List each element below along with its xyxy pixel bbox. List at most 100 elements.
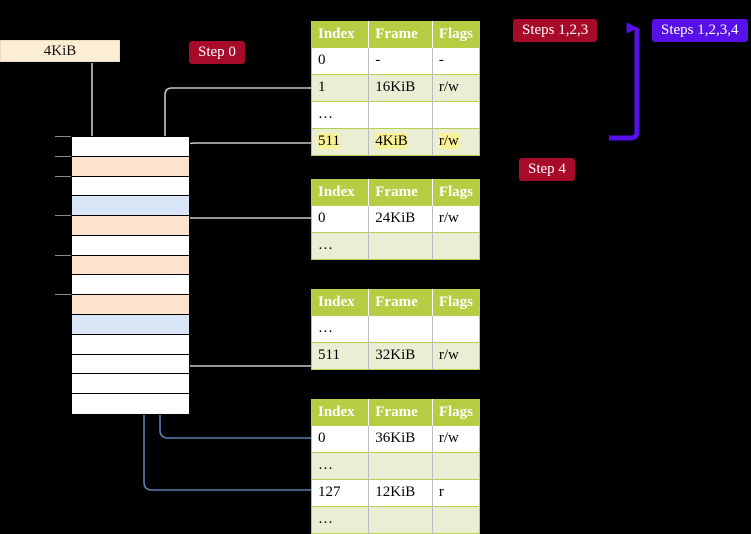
table-cell: [368, 506, 433, 534]
table-row: 0--: [311, 47, 480, 75]
table-cell: 16KiB: [368, 74, 433, 102]
column-header: Frame: [368, 179, 433, 206]
column-header: Index: [311, 289, 370, 316]
badge-steps-123: Steps 1,2,3: [513, 19, 598, 42]
table-cell: 0: [311, 425, 370, 453]
table-cell: [432, 232, 480, 260]
memory-frame-row: [72, 196, 189, 217]
table-cell: 0: [311, 205, 370, 233]
memory-boundary-tick: [55, 254, 71, 256]
table-cell: r/w: [432, 74, 480, 102]
highlighted-value: r/w: [438, 133, 459, 149]
table-cell: -: [368, 47, 433, 75]
table-cell: 0: [311, 47, 370, 75]
badge-steps-1234: Steps 1,2,3,4: [652, 19, 748, 42]
badge-step-4-label: Step 4: [528, 161, 566, 177]
table-row: …: [311, 101, 480, 129]
table-row: …: [311, 315, 480, 343]
column-header: Frame: [368, 399, 433, 426]
memory-boundary-tick: [55, 294, 71, 296]
memory-frame-row: [72, 315, 189, 335]
memory-frame-row: [72, 255, 189, 276]
memory-frame-row: [72, 374, 189, 395]
highlighted-value: 4KiB: [375, 133, 408, 149]
column-header: Index: [311, 21, 370, 48]
column-header: Flags: [432, 399, 480, 426]
table-cell: …: [311, 506, 370, 534]
table-cell: r/w: [432, 205, 480, 233]
table-row: 511 4KiB r/w: [311, 128, 480, 156]
badge-step-4: Step 4: [519, 158, 575, 181]
table-cell: 12KiB: [368, 479, 433, 507]
table-cell: 511: [311, 128, 370, 156]
table-cell: [432, 452, 480, 480]
table-cell: [432, 101, 480, 129]
table-cell: …: [311, 452, 370, 480]
purple-bracket-arrow: [609, 22, 640, 141]
memory-frame-row: [72, 275, 189, 296]
table-cell: …: [311, 315, 370, 343]
memory-frame-row: [72, 354, 189, 375]
badge-steps-123-label: Steps 1,2,3: [522, 22, 589, 38]
badge-step-0-label: Step 0: [198, 44, 236, 60]
memory-frame-row: [72, 176, 189, 197]
table-cell: [432, 506, 480, 534]
table-cell: 36KiB: [368, 425, 433, 453]
memory-frame-row: [72, 295, 189, 316]
table-cell: 127: [311, 479, 370, 507]
memory-boundary-tick: [55, 215, 71, 217]
column-header: Flags: [432, 21, 480, 48]
memory-frame-row: [72, 137, 189, 157]
column-header: Index: [311, 399, 370, 426]
memory-frame-row: [72, 156, 189, 177]
column-header: Frame: [368, 21, 433, 48]
table-cell: [432, 315, 480, 343]
table-cell: r/w: [432, 425, 480, 453]
badge-step-0: Step 0: [189, 41, 245, 64]
table-cell: 32KiB: [368, 342, 433, 370]
region-4kib-label: 4KiB: [43, 43, 77, 59]
memory-boundary-tick: [55, 175, 71, 177]
memory-frame-row: [72, 235, 189, 256]
memory-boundary-tick: [55, 136, 71, 137]
table-cell: …: [311, 232, 370, 260]
table-cell: 511: [311, 342, 370, 370]
table-cell: [368, 315, 433, 343]
physical-memory-column: [71, 136, 190, 415]
table-row: …: [311, 506, 480, 534]
column-header: Frame: [368, 289, 433, 316]
region-4kib-box: 4KiB: [0, 40, 120, 62]
memory-frame-row: [72, 394, 189, 414]
wire-l2-to-memory: [172, 310, 312, 367]
table-cell: -: [432, 47, 480, 75]
table-cell: r/w: [432, 342, 480, 370]
table-cell: …: [311, 101, 370, 129]
table-cell: 1: [311, 74, 370, 102]
column-header: Index: [311, 179, 370, 206]
table-cell: 4KiB: [368, 128, 433, 156]
table-cell: r: [432, 479, 480, 507]
highlighted-value: 511: [318, 133, 340, 149]
table-cell: 24KiB: [368, 205, 433, 233]
memory-boundary-tick: [55, 155, 71, 157]
memory-frame-row: [72, 334, 189, 355]
table-cell: [368, 452, 433, 480]
table-cell: [368, 232, 433, 260]
badge-steps-1234-label: Steps 1,2,3,4: [661, 22, 739, 38]
table-cell: r/w: [432, 128, 480, 156]
table-row: …: [311, 452, 480, 480]
column-header: Flags: [432, 179, 480, 206]
